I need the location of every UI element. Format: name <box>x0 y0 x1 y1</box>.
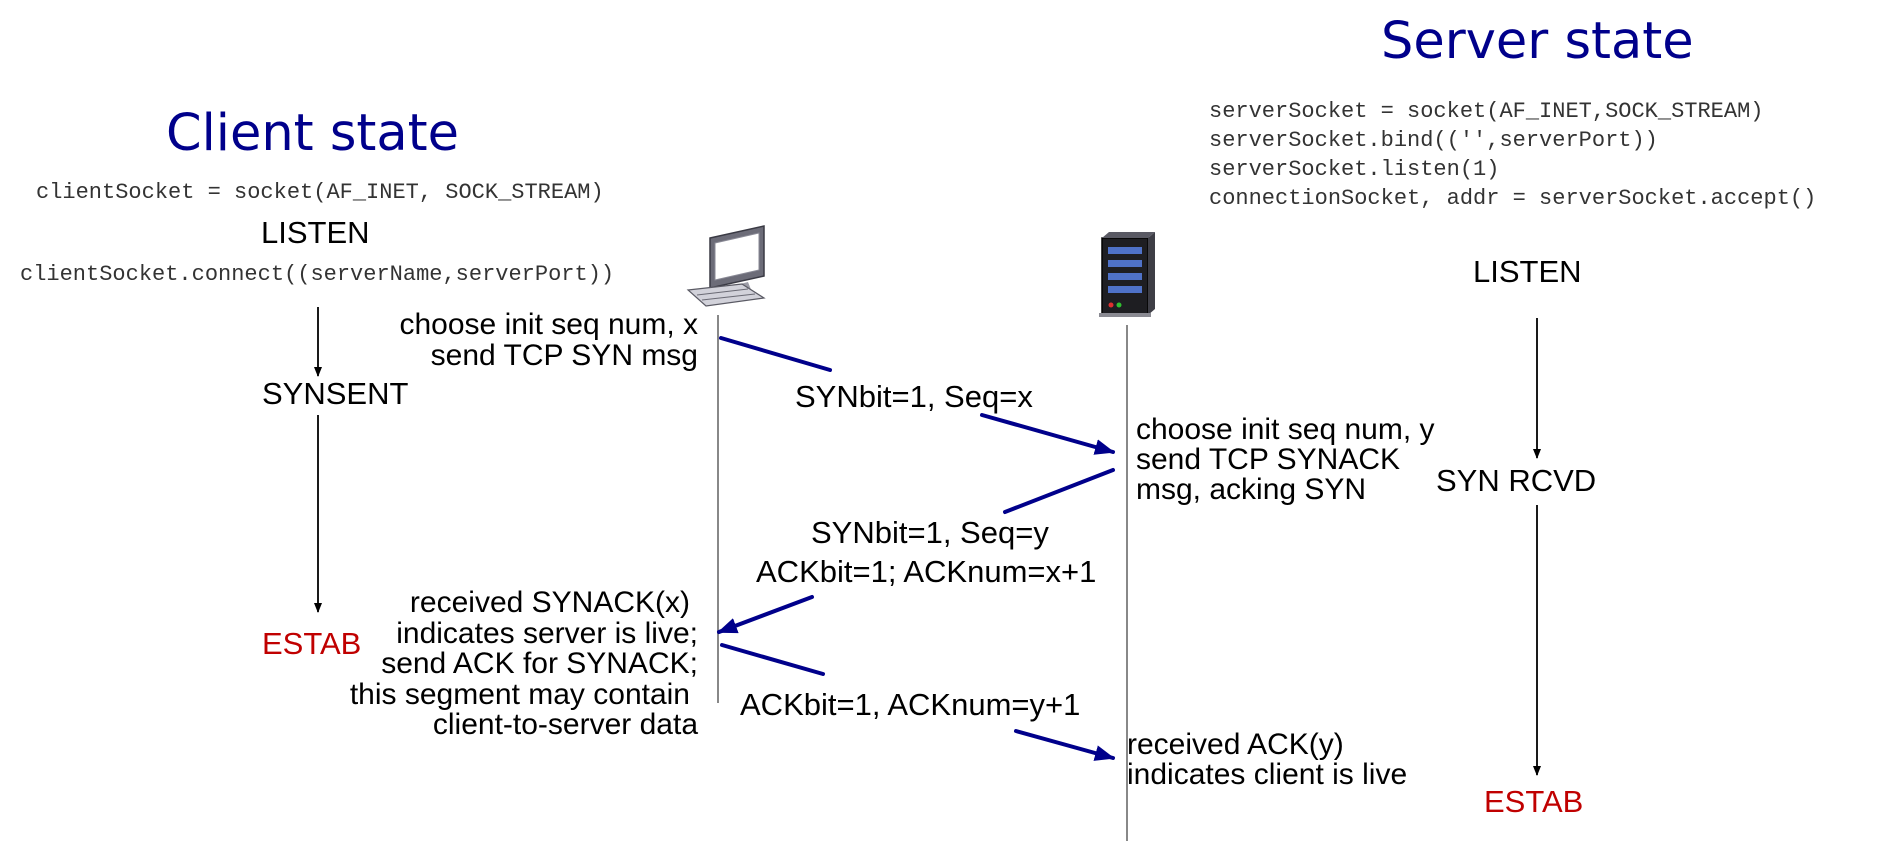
client-state-heading: Client state <box>166 104 459 163</box>
server-synack-note-line: choose init seq num, y <box>1136 413 1435 446</box>
server-state-listen: LISTEN <box>1473 254 1582 289</box>
client-synack-note-line: client-to-server data <box>433 708 698 741</box>
synack-message-label-line1: SYNbit=1, Seq=y <box>811 515 1049 550</box>
client-synack-received-note: received SYNACK(x) indicates server is l… <box>350 586 698 741</box>
server-state-syn-rcvd: SYN RCVD <box>1436 463 1596 498</box>
server-code-line: serverSocket.bind(('',serverPort)) <box>1209 128 1658 153</box>
client-synack-note-line: received SYNACK(x) <box>410 586 690 619</box>
client-synack-note-line: this segment may contain <box>350 678 690 711</box>
server-code-line: serverSocket = socket(AF_INET,SOCK_STREA… <box>1209 99 1764 124</box>
client-socket-code: clientSocket = socket(AF_INET, SOCK_STRE… <box>36 180 604 205</box>
server-code-line: connectionSocket, addr = serverSocket.ac… <box>1209 186 1816 211</box>
server-state-estab: ESTAB <box>1484 784 1583 819</box>
client-connect-code: clientSocket.connect((serverName,serverP… <box>20 262 614 287</box>
server-synack-note-line: send TCP SYNACK <box>1136 443 1400 476</box>
desktop-computer-icon <box>686 225 766 307</box>
client-syn-note-line: choose init seq num, x <box>400 308 699 341</box>
ack-message-label: ACKbit=1, ACKnum=y+1 <box>740 687 1080 722</box>
server-tower-icon <box>1099 232 1155 317</box>
client-synack-note-line: indicates server is live; <box>396 617 698 650</box>
syn-message-arrow <box>719 336 1115 455</box>
client-syn-note-line: send TCP SYN msg <box>431 339 698 372</box>
client-state-estab: ESTAB <box>262 626 361 661</box>
server-ack-received-note: received ACK(y) indicates client is live <box>1127 728 1407 791</box>
server-ack-note-line: indicates client is live <box>1127 758 1407 791</box>
server-code-block: serverSocket = socket(AF_INET,SOCK_STREA… <box>1209 99 1816 211</box>
synack-message-label-line2: ACKbit=1; ACKnum=x+1 <box>756 554 1096 589</box>
server-ack-note-line: received ACK(y) <box>1127 728 1344 761</box>
server-code-line: serverSocket.listen(1) <box>1209 157 1499 182</box>
server-synack-note-line: msg, acking SYN <box>1136 473 1366 506</box>
ack-message-arrow <box>720 643 1115 761</box>
server-state-heading: Server state <box>1381 12 1694 71</box>
client-state-synsent: SYNSENT <box>262 376 408 411</box>
client-state-listen: LISTEN <box>261 215 370 250</box>
synack-message-arrow <box>717 468 1115 634</box>
client-syn-note: choose init seq num, x send TCP SYN msg <box>400 308 699 372</box>
server-synack-note: choose init seq num, y send TCP SYNACK m… <box>1136 413 1435 506</box>
client-synack-note-line: send ACK for SYNACK; <box>381 647 698 680</box>
syn-message-label: SYNbit=1, Seq=x <box>795 379 1033 414</box>
